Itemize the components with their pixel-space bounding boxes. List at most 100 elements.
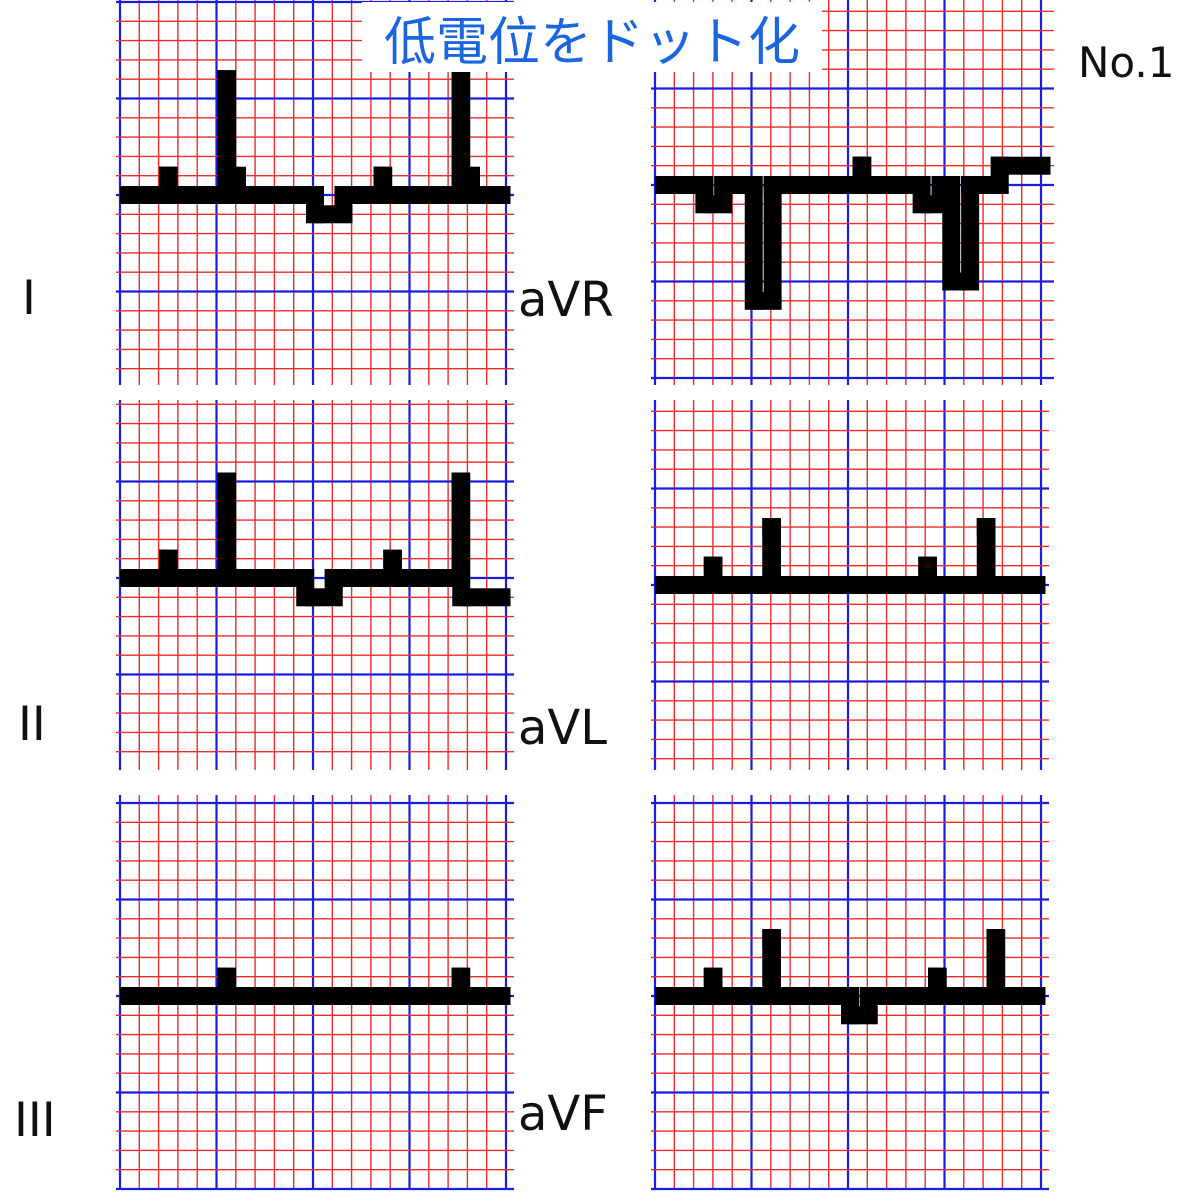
lead-aVL-stem-34 — [977, 518, 996, 594]
lead-label-aVF: aVF — [518, 1086, 608, 1142]
lead-aVL-dot-18 — [830, 576, 841, 594]
lead-I-dot-28 — [393, 186, 404, 204]
lead-III-dot-18 — [295, 987, 306, 1005]
lead-II-dot-20 — [315, 588, 326, 607]
lead-aVF-dot-9 — [742, 987, 753, 1005]
lead-III-dot-2 — [139, 987, 150, 1005]
lead-aVL-dot-29 — [937, 576, 948, 594]
lead-I-stem-11 — [218, 70, 237, 185]
lead-aVF-stem-35 — [987, 929, 1006, 1005]
lead-label-aVL: aVL — [518, 700, 607, 756]
lead-aVF-dot-15 — [801, 987, 812, 1005]
lead-aVR-dot-3 — [684, 176, 695, 194]
lead-aVL-dot-9 — [742, 576, 753, 594]
lead-I-dot-30 — [412, 186, 423, 204]
lead-I-dot-16 — [276, 186, 287, 204]
lead-I-dot-1 — [129, 186, 140, 204]
lead-I-dot-8 — [198, 186, 209, 204]
lead-aVR-stem-21 — [853, 156, 872, 194]
lead-aVL-panel — [651, 400, 1049, 770]
lead-aVL-dot-39 — [1035, 576, 1046, 594]
lead-aVR-stem-30 — [942, 176, 961, 291]
lead-aVL-dot-25 — [898, 576, 909, 594]
lead-aVF-dot-36 — [1006, 987, 1017, 1005]
lead-aVL-stem-12 — [763, 518, 781, 594]
lead-aVR-dot-15 — [803, 176, 814, 194]
lead-I-dot-38 — [490, 186, 501, 204]
lead-I-dot-37 — [480, 186, 491, 204]
lead-aVL-dot-8 — [733, 576, 744, 594]
lead-aVL-dot-23 — [879, 576, 890, 594]
lead-I-dot-13 — [246, 186, 257, 204]
lead-II-dot-12 — [237, 569, 248, 587]
lead-I-dot-17 — [285, 186, 296, 204]
lead-aVF-dot-17 — [820, 987, 831, 1005]
lead-aVF-stem-29 — [928, 967, 947, 1005]
lead-aVR-dot-8 — [734, 176, 745, 194]
lead-aVF-dot-7 — [723, 987, 734, 1005]
lead-aVL-dot-24 — [889, 576, 900, 594]
lead-I-dot-25 — [363, 186, 374, 204]
lead-aVR-dot-36 — [1010, 156, 1021, 175]
lead-aVR-dot-13 — [783, 176, 794, 194]
lead-aVL-dot-2 — [674, 576, 685, 594]
lead-aVR-stem-5 — [695, 176, 714, 214]
lead-aVR-stem-10 — [744, 176, 763, 310]
lead-aVF-dot-22 — [869, 987, 880, 1005]
lead-aVL-dot-19 — [840, 576, 851, 594]
lead-aVF-dot-2 — [674, 987, 685, 1005]
lead-aVF-dot-30 — [947, 987, 958, 1005]
lead-aVL-dot-10 — [752, 576, 763, 594]
lead-I-dot-32 — [432, 186, 443, 204]
lead-aVL-dot-1 — [664, 576, 675, 594]
lead-II-dot-6 — [178, 569, 189, 587]
lead-III-dot-1 — [129, 987, 140, 1005]
lead-aVR-dot-0 — [655, 176, 666, 194]
lead-III-dot-0 — [120, 987, 131, 1005]
lead-aVR-dot-33 — [980, 176, 992, 194]
lead-I-dot-21 — [324, 205, 335, 224]
lead-I-dot-33 — [441, 186, 452, 204]
lead-II-dot-3 — [149, 569, 160, 587]
lead-aVR-dot-18 — [832, 176, 844, 194]
lead-aVF-dot-37 — [1015, 987, 1026, 1005]
lead-aVF-dot-0 — [655, 987, 666, 1005]
lead-II-dot-32 — [432, 569, 443, 587]
lead-III-dot-4 — [159, 987, 170, 1005]
lead-aVL-dot-13 — [781, 576, 792, 594]
lead-II-panel — [116, 400, 514, 770]
lead-aVL-dot-36 — [1006, 576, 1017, 594]
lead-II-stem-28 — [384, 549, 402, 587]
lead-aVF-stem-20 — [841, 987, 859, 1025]
lead-II-dot-26 — [373, 569, 384, 587]
lead-aVL-dot-17 — [820, 576, 831, 594]
lead-aVR-dot-19 — [842, 176, 853, 194]
lead-II-stem-35 — [452, 472, 471, 607]
lead-III-dot-27 — [383, 987, 394, 1005]
lead-III-panel — [116, 795, 514, 1191]
lead-aVL-dot-14 — [791, 576, 802, 594]
lead-label-aVR: aVR — [518, 272, 614, 328]
lead-aVL-dot-32 — [967, 576, 978, 594]
lead-I-dot-7 — [188, 186, 199, 204]
lead-II-dot-25 — [363, 569, 374, 587]
lead-aVF-trace — [655, 929, 1046, 1025]
lead-aVF-dot-27 — [918, 987, 929, 1005]
lead-III-dot-32 — [432, 987, 443, 1005]
lead-II-dot-37 — [480, 588, 491, 607]
lead-aVL-dot-35 — [996, 576, 1007, 594]
lead-II-dot-17 — [285, 569, 296, 587]
lead-II-dot-14 — [256, 569, 267, 587]
lead-aVL-dot-20 — [850, 576, 861, 594]
lead-I-dot-3 — [149, 186, 160, 204]
lead-III-dot-9 — [207, 987, 218, 1005]
lead-III-dot-3 — [149, 987, 160, 1005]
lead-II-dot-24 — [354, 569, 365, 587]
lead-I-dot-29 — [402, 186, 413, 204]
lead-aVL-dot-38 — [1025, 576, 1036, 594]
lead-III-dot-29 — [402, 987, 413, 1005]
lead-II-dot-2 — [139, 569, 150, 587]
lead-II-dot-1 — [129, 569, 140, 587]
lead-aVF-dot-26 — [908, 987, 919, 1005]
